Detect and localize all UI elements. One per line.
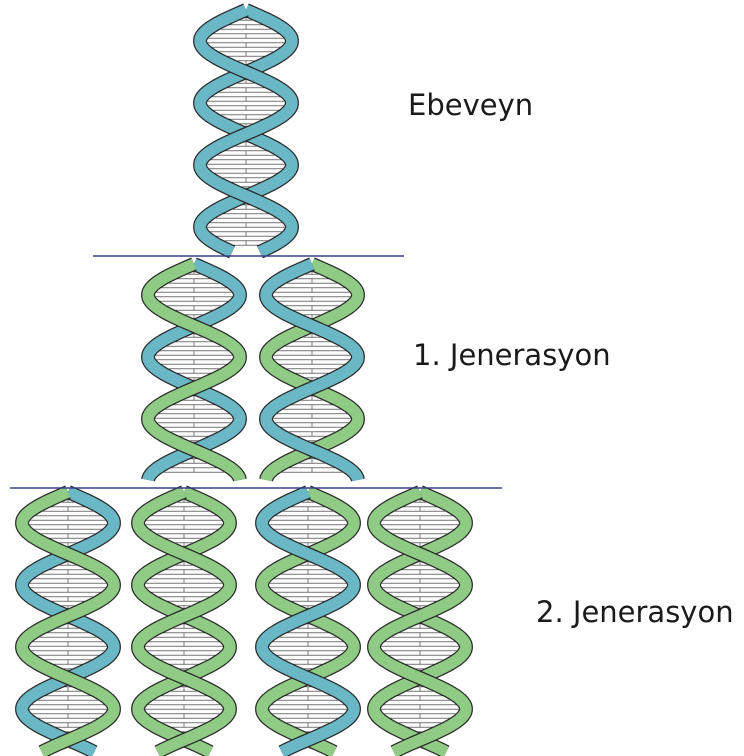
dna-helix-gen1 bbox=[141, 257, 247, 482]
dna-strand-original bbox=[16, 486, 120, 756]
helix-layer bbox=[15, 3, 473, 756]
dna-strand-new bbox=[260, 258, 364, 482]
label-generation-1: 1. Jenerasyon bbox=[413, 338, 611, 372]
dna-strand-original bbox=[194, 4, 298, 258]
label-parent: Ebeveyn bbox=[408, 88, 534, 122]
dna-helix-gen2 bbox=[131, 485, 237, 756]
dna-strand-new bbox=[368, 486, 472, 756]
dna-strand-new bbox=[132, 486, 236, 756]
dna-helix-gen2 bbox=[367, 485, 473, 756]
dna-strand-original bbox=[260, 258, 364, 482]
dna-strand-new bbox=[256, 486, 360, 756]
dna-strand-new bbox=[142, 258, 246, 482]
dna-helix-gen1 bbox=[259, 257, 365, 482]
dna-strand-new bbox=[368, 486, 472, 756]
dna-helix-gen2 bbox=[15, 485, 121, 756]
dna-strand-original bbox=[256, 486, 360, 756]
dna-helix-gen2 bbox=[255, 485, 361, 756]
dna-strand-original bbox=[142, 258, 246, 482]
dna-strand-new bbox=[132, 486, 236, 756]
label-generation-2: 2. Jenerasyon bbox=[536, 595, 734, 629]
dna-helix-parent bbox=[193, 3, 299, 259]
dna-strand-new bbox=[16, 486, 120, 756]
